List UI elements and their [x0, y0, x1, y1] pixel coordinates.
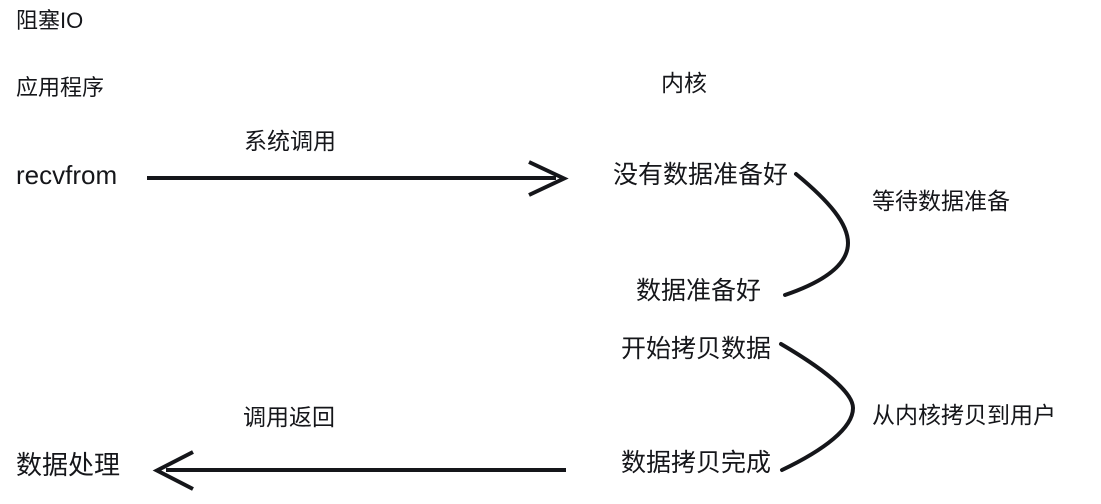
label-recvfrom: recvfrom: [16, 160, 118, 190]
copy-to-user-brace: [779, 342, 856, 472]
wait-for-data-brace: [783, 172, 851, 297]
label-copy-complete: 数据拷贝完成: [621, 449, 772, 477]
label-start-copy-data: 开始拷贝数据: [621, 335, 772, 363]
label-copy-kernel-to-user: 从内核拷贝到用户: [872, 402, 1056, 428]
label-waiting-for-data: 等待数据准备: [872, 188, 1010, 214]
column-header-kernel: 内核: [661, 70, 707, 96]
return-arrow: [152, 450, 566, 491]
label-syscall: 系统调用: [244, 128, 336, 154]
label-data-ready: 数据准备好: [636, 277, 762, 305]
syscall-arrow-head: [528, 160, 569, 197]
syscall-arrow: [147, 160, 569, 197]
label-no-data-ready: 没有数据准备好: [613, 161, 789, 189]
label-data-processing: 数据处理: [16, 450, 121, 480]
column-header-application: 应用程序: [16, 75, 105, 100]
label-call-return: 调用返回: [243, 404, 335, 430]
return-arrow-head: [152, 450, 194, 491]
diagram-title: 阻塞IO: [16, 8, 84, 33]
